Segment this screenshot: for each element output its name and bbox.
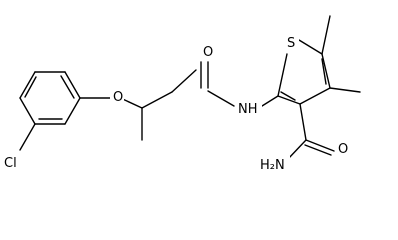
chlorine-label: Cl	[4, 156, 17, 171]
thiophene-sulfur-label: S	[287, 36, 295, 51]
propanamide-chain	[79, 61, 279, 141]
structure-canvas: Cl O O NH S O H₂N	[3, 15, 361, 173]
ether-oxygen-label: O	[113, 90, 123, 105]
chlorophenyl-ring	[19, 71, 81, 151]
carboxamide-oxygen-label: O	[338, 142, 348, 157]
amide-oxygen-label: O	[203, 45, 213, 60]
amide-nitrogen-label: NH	[238, 102, 258, 117]
carboxamide-group	[287, 103, 335, 160]
dimethylthiophene-ring	[277, 15, 361, 105]
molecule-diagram: Cl O O NH S O H₂N	[3, 15, 361, 173]
atom-labels: Cl O O NH S O H₂N	[3, 34, 350, 173]
carboxamide-amine-label: H₂N	[260, 158, 285, 173]
